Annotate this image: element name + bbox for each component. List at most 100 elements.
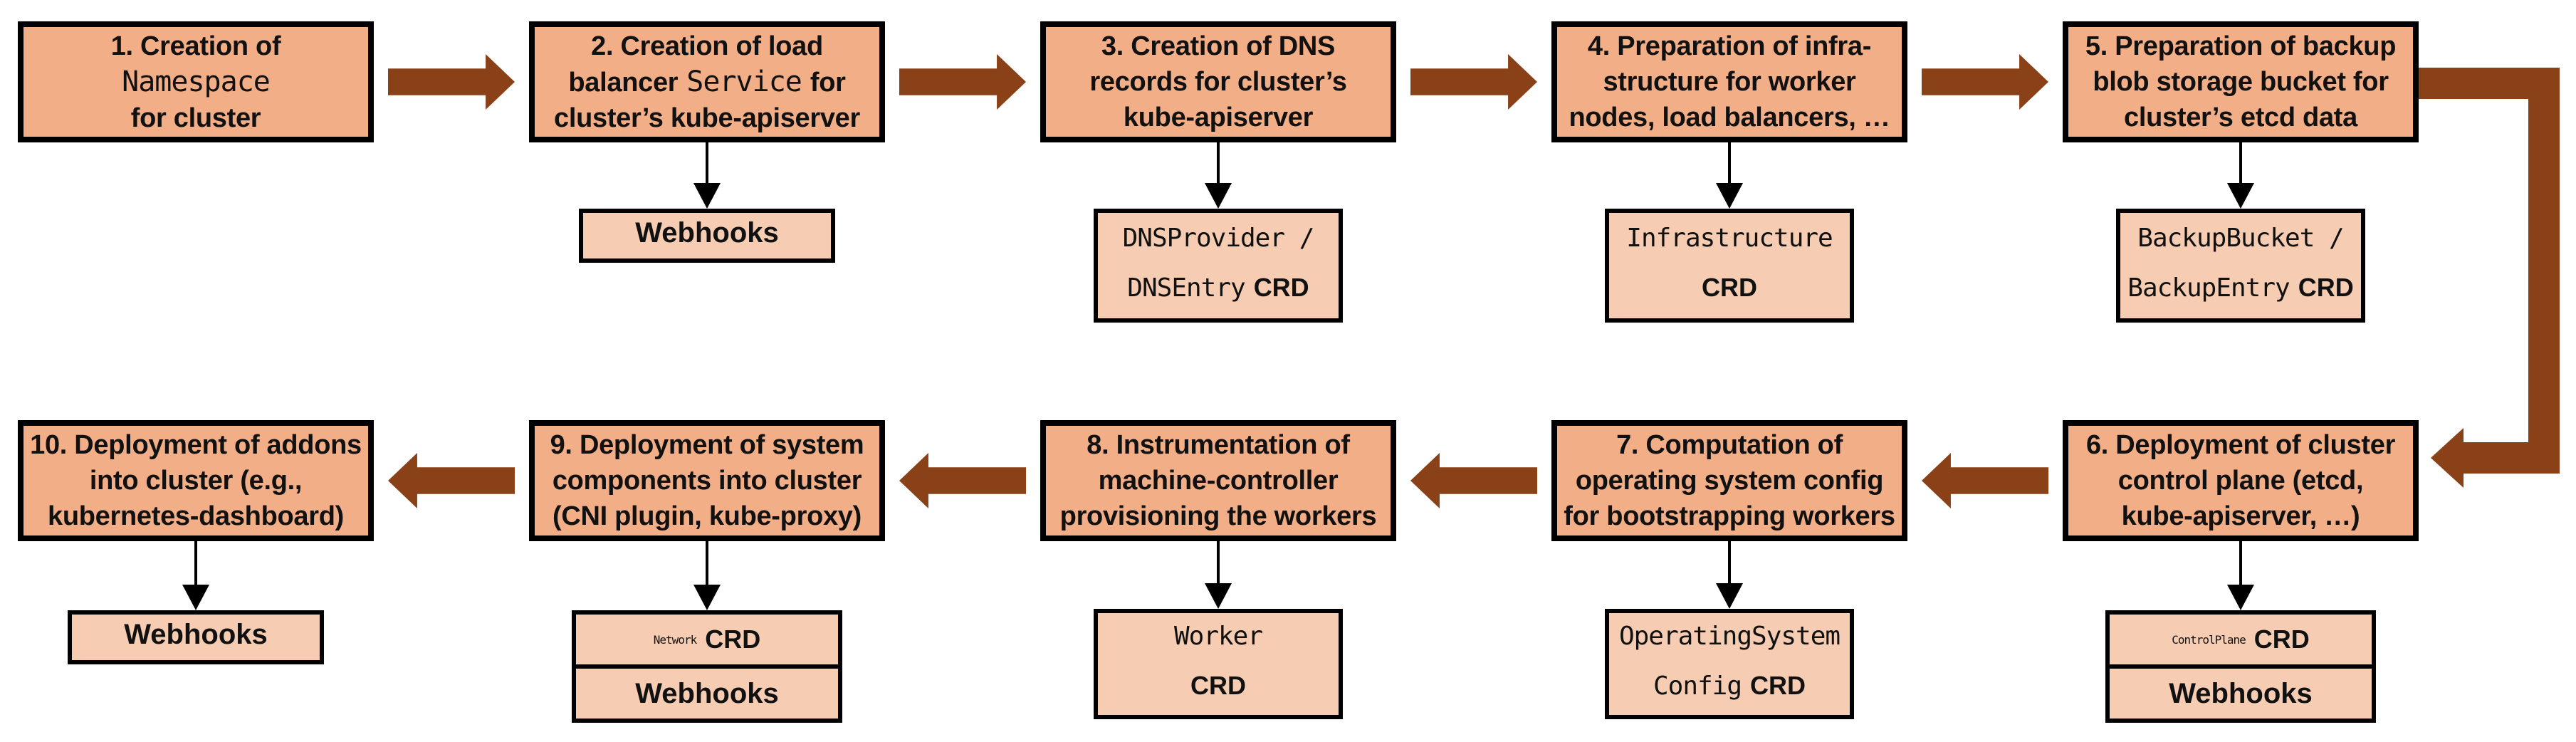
step-10-text: into cluster (e.g.,: [89, 466, 303, 496]
osc-crd-line-1: OperatingSystem: [1618, 615, 1841, 664]
step-7-line-1: 7. Computation of: [1616, 427, 1843, 463]
crd-label: CRD: [1750, 671, 1806, 700]
step-1-line-1: 1. Creation of: [111, 28, 281, 64]
webhooks-label: Webhooks: [635, 216, 779, 249]
step-3-line-2: records for cluster’s: [1089, 64, 1346, 100]
step-1-text: for cluster: [130, 103, 261, 133]
step-9-box: 9. Deployment of system components into …: [529, 420, 885, 541]
step-9-line-2: components into cluster: [553, 463, 862, 498]
connector-step9-to-network-crd: [693, 541, 721, 610]
crd-label: CRD: [2253, 625, 2310, 654]
step-7-text: 7. Computation of: [1616, 430, 1843, 460]
step-6-text: control plane (etcd,: [2117, 466, 2364, 496]
config-code-token: Config: [1653, 672, 1742, 701]
step-3-box: 3. Creation of DNS records for cluster’s…: [1040, 21, 1396, 142]
webhooks-label: Webhooks: [2169, 677, 2313, 709]
arrowhead-down-icon: [693, 183, 721, 209]
network-code-token: Network: [653, 632, 697, 647]
webhooks-box-step2: Webhooks: [579, 209, 835, 263]
crd-label: CRD: [1190, 671, 1246, 700]
dnsprovider-code-token: DNSProvider /: [1122, 223, 1315, 253]
step-6-box: 6. Deployment of cluster control plane (…: [2063, 420, 2419, 541]
arrow-step2-to-step3: [899, 54, 1026, 110]
step-3-text: records for cluster’s: [1089, 67, 1347, 97]
arrowhead-down-icon: [1205, 583, 1232, 609]
arrowhead-down-icon: [2227, 585, 2254, 610]
backup-crd-line-2: BackupEntry CRD: [2127, 266, 2353, 315]
crd-label: CRD: [2298, 272, 2354, 302]
step-4-text: structure for worker: [1603, 67, 1856, 97]
step-3-text: 3. Creation of DNS: [1101, 31, 1336, 61]
service-code-token: Service: [686, 65, 802, 98]
step-10-text: 10. Deployment of addons: [30, 430, 362, 460]
arrowhead-down-icon: [182, 585, 209, 610]
connector-line: [1217, 541, 1220, 583]
step-2-text: 2. Creation of load: [591, 31, 823, 61]
connector-step5-to-backup-crd: [2226, 142, 2255, 209]
step-5-text: cluster’s etcd data: [2124, 103, 2357, 132]
step-10-line-3: kubernetes-dashboard): [48, 498, 344, 534]
backupentry-code-token: BackupEntry: [2127, 273, 2290, 303]
step-4-line-1: 4. Preparation of infra-: [1588, 28, 1872, 64]
step-3-line-1: 3. Creation of DNS: [1101, 28, 1336, 64]
dns-crd-line-2: DNSEntry CRD: [1127, 266, 1309, 315]
step-8-text: provisioning the workers: [1059, 501, 1377, 531]
backup-crd-box: BackupBucket / BackupEntry CRD: [2116, 209, 2365, 323]
step-8-text: 8. Instrumentation of: [1087, 430, 1350, 460]
arrow-step6-to-step7: [1922, 453, 2048, 508]
step-4-box: 4. Preparation of infra- structure for w…: [1551, 21, 1907, 142]
infrastructure-code-token: Infrastructure: [1626, 223, 1833, 253]
operatingsystemconfig-crd-box: OperatingSystem Config CRD: [1605, 609, 1854, 719]
arrowhead-down-icon: [1716, 583, 1743, 609]
webhooks-label: Webhooks: [635, 677, 779, 709]
webhooks-line: Webhooks: [635, 211, 779, 261]
arrowhead-down-icon: [1716, 183, 1743, 209]
infrastructure-crd-box: Infrastructure CRD: [1605, 209, 1854, 323]
controlplane-code-token: ControlPlane: [2172, 632, 2246, 647]
step-5-line-1: 5. Preparation of backup: [2085, 28, 2397, 64]
webhooks-box-step10: Webhooks: [68, 610, 324, 664]
crd-label: CRD: [1702, 272, 1757, 302]
operatingsystem-code-token: OperatingSystem: [1618, 622, 1841, 651]
step-7-line-2: operating system config: [1576, 463, 1884, 498]
step-5-text: blob storage bucket for: [2093, 67, 2389, 97]
arrowhead-down-icon: [2227, 183, 2254, 209]
arrowhead-down-icon: [693, 585, 721, 610]
arrow-step1-to-step2: [388, 54, 515, 110]
step-1-box: 1. Creation of Namespace for cluster: [18, 21, 374, 142]
step-9-text: components into cluster: [552, 466, 862, 496]
elbow-arrow-bottom-segment: [2462, 442, 2560, 474]
step-5-line-2: blob storage bucket for: [2093, 64, 2389, 100]
step-4-line-2: structure for worker: [1603, 64, 1855, 100]
step-9-line-3: (CNI plugin, kube-proxy): [553, 498, 862, 534]
step-2-line-1: 2. Creation of load: [591, 28, 823, 64]
step-9-text: 9. Deployment of system: [550, 430, 864, 460]
namespace-code-token: Namespace: [122, 65, 271, 98]
dnsentry-code-token: DNSEntry: [1127, 273, 1245, 303]
connector-line: [194, 541, 197, 585]
connector-line: [1728, 541, 1731, 583]
step-8-box: 8. Instrumentation of machine-controller…: [1040, 420, 1396, 541]
controlplane-crd-webhooks-stack: ControlPlane CRD Webhooks: [2105, 610, 2376, 723]
connector-line: [1728, 142, 1731, 183]
connector-line: [1217, 142, 1220, 183]
step-2-line-3: cluster’s kube-apiserver: [554, 100, 860, 136]
step-5-line-3: cluster’s etcd data: [2124, 100, 2357, 135]
step-5-box: 5. Preparation of backup blob storage bu…: [2063, 21, 2419, 142]
step-10-box: 10. Deployment of addons into cluster (e…: [18, 420, 374, 541]
step-8-line-3: provisioning the workers: [1060, 498, 1377, 534]
step-6-text: 6. Deployment of cluster: [2085, 430, 2396, 460]
step-10-line-2: into cluster (e.g.,: [89, 463, 303, 498]
infrastructure-crd-line-1: Infrastructure: [1626, 216, 1833, 266]
connector-step3-to-dns-crd: [1204, 142, 1232, 209]
connector-step10-to-webhooks: [182, 541, 210, 610]
infrastructure-crd-line-2: CRD: [1702, 266, 1757, 315]
elbow-arrowhead-left-icon: [2431, 428, 2464, 488]
connector-step4-to-infrastructure-crd: [1715, 142, 1744, 209]
backup-crd-line-1: BackupBucket /: [2137, 216, 2344, 266]
crd-label: CRD: [1253, 272, 1309, 302]
connector-step2-to-webhooks: [693, 142, 721, 209]
worker-code-token: Worker: [1173, 622, 1263, 651]
